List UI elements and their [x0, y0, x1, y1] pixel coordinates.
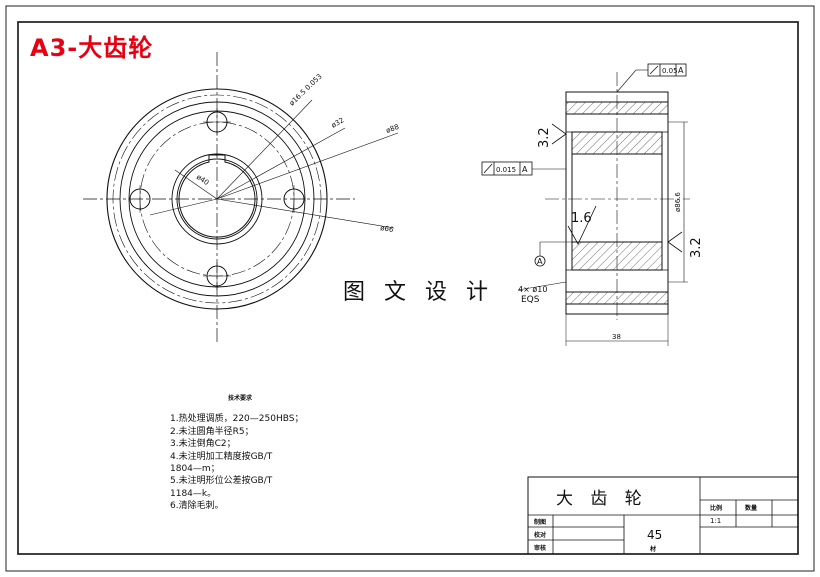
note-item: 5.未注明形位公差按GB/T — [170, 476, 273, 487]
note-item: 1.热处理调质，220—250HBS； — [170, 414, 304, 425]
scale-header: 比例 — [710, 505, 723, 512]
leader-bore — [174, 169, 218, 200]
roughness-symbol-mid — [567, 205, 597, 245]
note-item: 6.清除毛刺。 — [170, 501, 224, 512]
gear-outer-circle — [106, 88, 328, 310]
geom-tol-top-datum: A — [678, 66, 684, 75]
note-item: 3.未注倒角C2； — [170, 439, 236, 450]
leader-inner — [149, 198, 218, 216]
title-block — [527, 476, 799, 555]
dim-diameter-value: ø86.6 — [674, 192, 682, 212]
front-view-dims: ø16.5 0.053 ø32 ø88 ø66 ø40 — [195, 72, 400, 234]
rim-top-hatch — [565, 101, 669, 115]
roughness-symbol-left — [551, 123, 567, 145]
note-item: 1184—k。 — [170, 488, 217, 499]
datum-label: A — [537, 257, 543, 266]
hub-circle — [171, 153, 263, 245]
dim-bolt-circle: ø32 — [330, 116, 345, 130]
row-review-label: 审核 — [534, 545, 547, 552]
notes-heading: 技术要求 — [228, 395, 253, 402]
dim-width-value: 38 — [612, 333, 621, 341]
eqs-label: EQS — [521, 295, 540, 305]
hub-upper-hatch — [571, 131, 663, 155]
geom-tol-top-frame — [647, 63, 687, 77]
leader-outer — [216, 132, 399, 200]
dim-pin-hole: ø16.5 0.053 — [288, 72, 324, 107]
roughness-left-value: 3.2 — [537, 127, 552, 148]
hub-inner-circle — [176, 158, 258, 240]
material-label: 材 — [650, 546, 657, 553]
note-item: 1804—m； — [170, 464, 220, 475]
row-design-label: 制图 — [534, 519, 547, 526]
leader-bolt-circle — [216, 127, 346, 200]
scale-value: 1:1 — [710, 517, 722, 525]
side-view-dims: 0.05 A 0.015 A 3.2 3.2 1.6 ø86.6 A 4× ø1… — [496, 66, 704, 341]
roughness-symbol-right — [667, 231, 683, 253]
note-item: 2.未注圆角半径R5； — [170, 426, 254, 437]
note-item: 4.未注明加工精度按GB/T — [170, 451, 273, 462]
inner-frame — [17, 21, 799, 555]
hub-lower-hatch — [571, 241, 663, 271]
dim-bore: ø40 — [195, 173, 210, 187]
material-value: 45 — [647, 528, 663, 542]
leader-hub — [216, 198, 395, 229]
dim-hub: ø66 — [380, 224, 395, 234]
datum-marker — [534, 255, 546, 267]
rim-bottom-hatch — [565, 291, 669, 305]
part-name: 大 齿 轮 — [556, 489, 648, 509]
row-check-label: 校对 — [534, 532, 547, 539]
watermark: 图 文 设 计 — [343, 280, 494, 305]
outer-frame — [5, 5, 815, 572]
qty-header: 数量 — [745, 505, 758, 512]
gear-pitch-circle — [112, 94, 322, 304]
front-view — [83, 52, 399, 345]
technical-notes: 技术要求 1.热处理调质，220—250HBS； 2.未注圆角半径R5； 3.未… — [170, 393, 303, 513]
gear-root-circle — [119, 101, 315, 297]
roughness-mid-value: 1.6 — [571, 211, 592, 226]
leader-pin-hole — [216, 99, 313, 200]
roughness-right-value: 3.2 — [689, 237, 704, 258]
geom-tol-left-frame — [481, 161, 533, 176]
geom-tol-top-value: 0.05 — [662, 67, 678, 75]
sheet-title: A3-大齿轮 — [30, 34, 154, 62]
geom-tol-left-value: 0.015 — [496, 166, 516, 174]
geom-tol-left-datum: A — [522, 165, 528, 174]
holes-label: 4× ø10 — [518, 285, 547, 294]
side-view — [517, 69, 690, 346]
